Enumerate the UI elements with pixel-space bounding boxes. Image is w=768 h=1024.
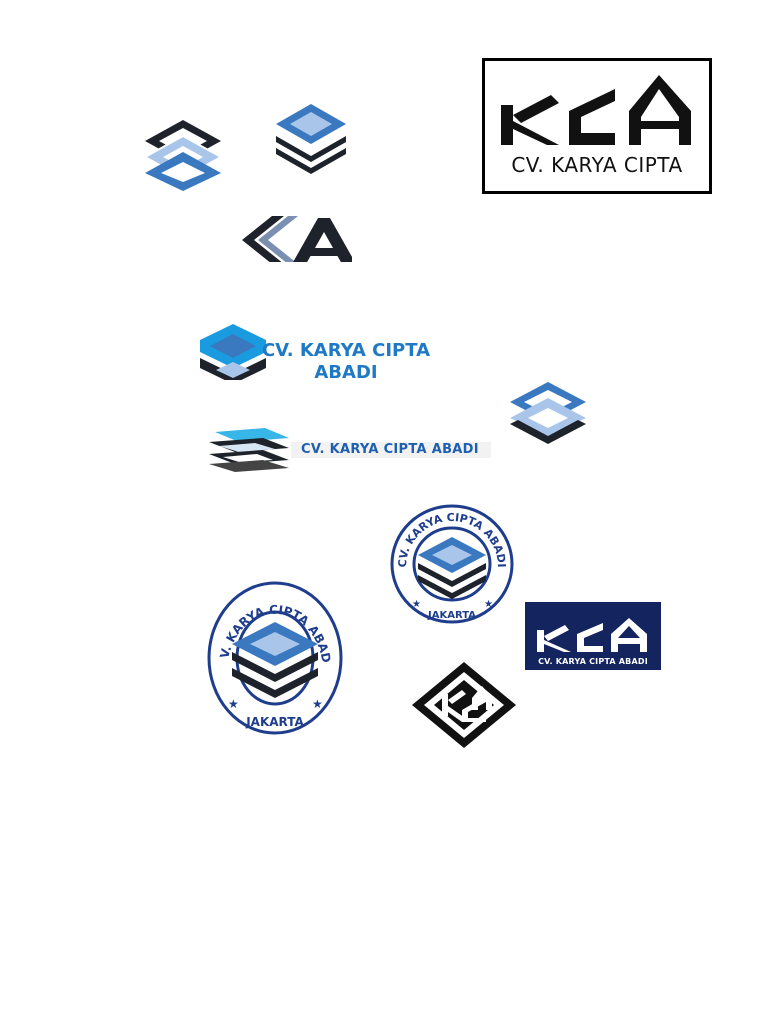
svg-text:★: ★ (312, 697, 323, 711)
diamond-layers-icon (200, 324, 266, 380)
diamond-layers-icon (143, 120, 223, 191)
banner-text: CV. KARYA CIPTA ABADI (301, 442, 479, 457)
kca-monogram-icon (242, 216, 352, 262)
kca-monogram-icon (501, 75, 691, 145)
chevron-a-logo (232, 214, 352, 262)
kca-diamond-logo (412, 662, 516, 748)
diamond-layers-icon (209, 428, 289, 472)
diamond-layers-logo-2 (274, 102, 348, 174)
kca-box-caption: CV. KARYA CIPTA (511, 153, 683, 177)
stamp-small-bottom-text: JAKARTA (427, 610, 476, 621)
banner-logo: CV. KARYA CIPTA ABADI (205, 424, 495, 474)
diamond-layers-icon (510, 382, 586, 444)
stamp-seal-icon: CV. KARYA CIPTA ABADI JAKARTA ★ ★ (390, 504, 514, 624)
stamp-small: CV. KARYA CIPTA ABADI JAKARTA ★ ★ (388, 503, 516, 625)
kca-logo-box: CV. KARYA CIPTA (482, 58, 712, 194)
stamp-large-bottom-text: JAKARTA (245, 715, 304, 729)
svg-text:★: ★ (228, 697, 239, 711)
kca-monogram-icon (537, 618, 647, 652)
blue-title-line2: ABADI (314, 362, 378, 380)
diamond-layers-logo-3 (508, 380, 588, 448)
navy-box-caption: CV. KARYA CIPTA ABADI (538, 657, 648, 666)
svg-text:★: ★ (484, 599, 493, 610)
stamp-large: CV. KARYA CIPTA ABADI JAKARTA ★ ★ (206, 580, 344, 736)
diamond-layers-logo-1 (143, 118, 223, 193)
blue-title-logo: CV. KARYA CIPTA ABADI (196, 320, 446, 380)
diamond-layers-icon (276, 104, 346, 174)
stamp-seal-icon: CV. KARYA CIPTA ABADI JAKARTA ★ ★ (206, 580, 343, 735)
kca-navy-logo: CV. KARYA CIPTA ABADI (525, 602, 661, 670)
blue-title-line1: CV. KARYA CIPTA (261, 340, 431, 361)
kca-diamond-icon (412, 662, 516, 748)
svg-text:★: ★ (412, 599, 421, 610)
